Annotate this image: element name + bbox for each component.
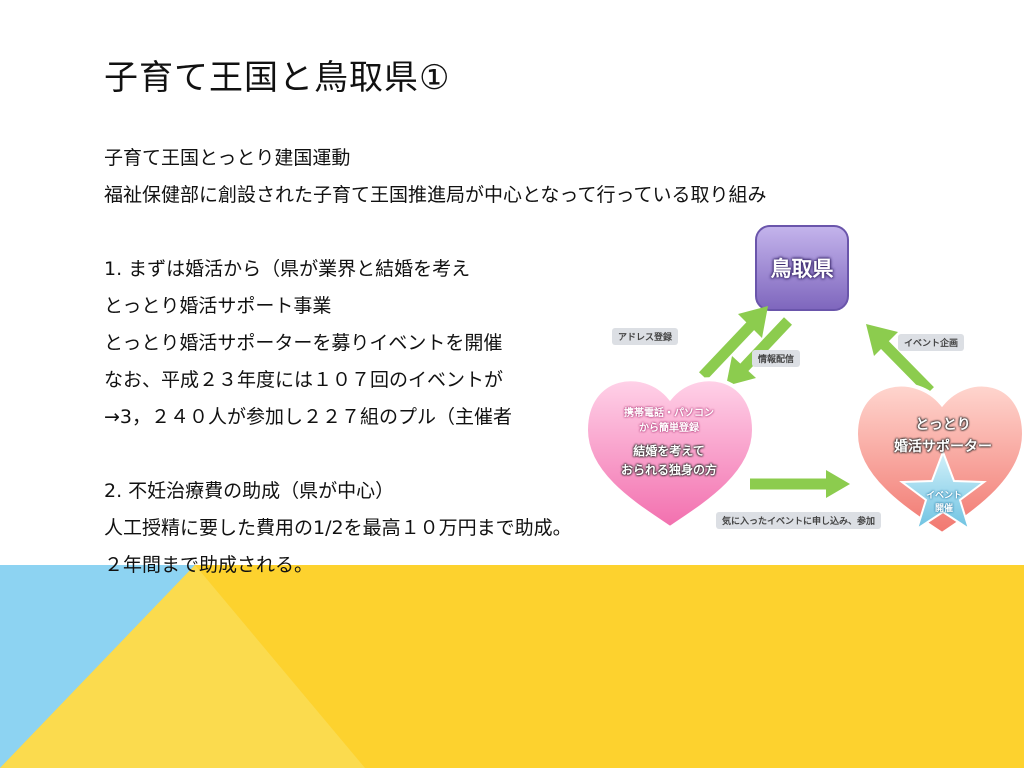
tag-address: アドレス登録 <box>612 328 679 345</box>
right-heart-line-2: 婚活サポーター <box>894 439 992 455</box>
event-star <box>899 449 987 532</box>
right-heart-line-1: とっとり <box>915 417 971 433</box>
text-line-12: ２年間まで助成される。 <box>104 554 314 576</box>
text-line-8: →3，２４０人が参加し２２７組のプル（主催者 <box>104 406 513 428</box>
left-heart-singles: 結婚を考えて おられる独身の方 <box>602 442 736 480</box>
konkatsu-diagram: 鳥取県 アドレス登録 情報配信 イベント企画 気に入ったイベントに申し込み、参加… <box>578 216 1024 548</box>
left-heart-line-1: 携帯電話・パソコン <box>624 408 714 419</box>
diagram-graphics <box>583 225 1024 537</box>
tag-event-plan: イベント企画 <box>898 334 965 351</box>
text-line-7: なお、平成２３年度には１０７回のイベントが <box>104 369 504 391</box>
left-heart-line-4: おられる独身の方 <box>620 463 717 477</box>
text-line-6: とっとり婚活サポーターを募りイベントを開催 <box>104 332 503 354</box>
arrow-info <box>726 317 793 386</box>
star-line-1: イベント <box>925 491 962 501</box>
tottori-node-label: 鳥取県 <box>770 257 834 281</box>
slide-title: 子育て王国と鳥取県① <box>104 58 451 98</box>
right-heart-supporter: とっとり 婚活サポーター <box>870 414 1016 458</box>
arrow-apply <box>750 470 850 498</box>
star-label: イベント 開催 <box>912 490 976 516</box>
tag-info: 情報配信 <box>752 350 801 367</box>
tag-apply: 気に入ったイベントに申し込み、参加 <box>716 512 882 529</box>
left-heart-line-2: から簡単登録 <box>639 423 699 434</box>
text-line-5: とっとり婚活サポート事業 <box>104 295 332 317</box>
left-heart-line-3: 結婚を考えて <box>633 444 705 458</box>
body-text: 子育て王国とっとり建国運動 福祉保健部に創設された子育て王国推進局が中心となって… <box>104 140 1004 584</box>
arrow-event-plan <box>866 324 934 395</box>
text-line-10: 2. 不妊治療費の助成（県が中心） <box>104 480 395 502</box>
tottori-node-box <box>755 225 849 311</box>
text-line-2: 福祉保健部に創設された子育て王国推進局が中心となって行っている取り組み <box>104 184 767 206</box>
text-line-4: 1. まずは婚活から（県が業界と結婚を考え <box>104 258 471 280</box>
text-line-1: 子育て王国とっとり建国運動 <box>104 147 351 169</box>
arrow-address <box>699 306 768 380</box>
star-line-2: 開催 <box>934 504 953 514</box>
left-heart <box>583 377 757 531</box>
text-line-11: 人工授精に要した費用の1/2を最高１０万円まで助成。 <box>104 517 572 539</box>
light-triangle <box>0 565 365 768</box>
left-heart-registration: 携帯電話・パソコン から簡単登録 <box>602 406 736 436</box>
